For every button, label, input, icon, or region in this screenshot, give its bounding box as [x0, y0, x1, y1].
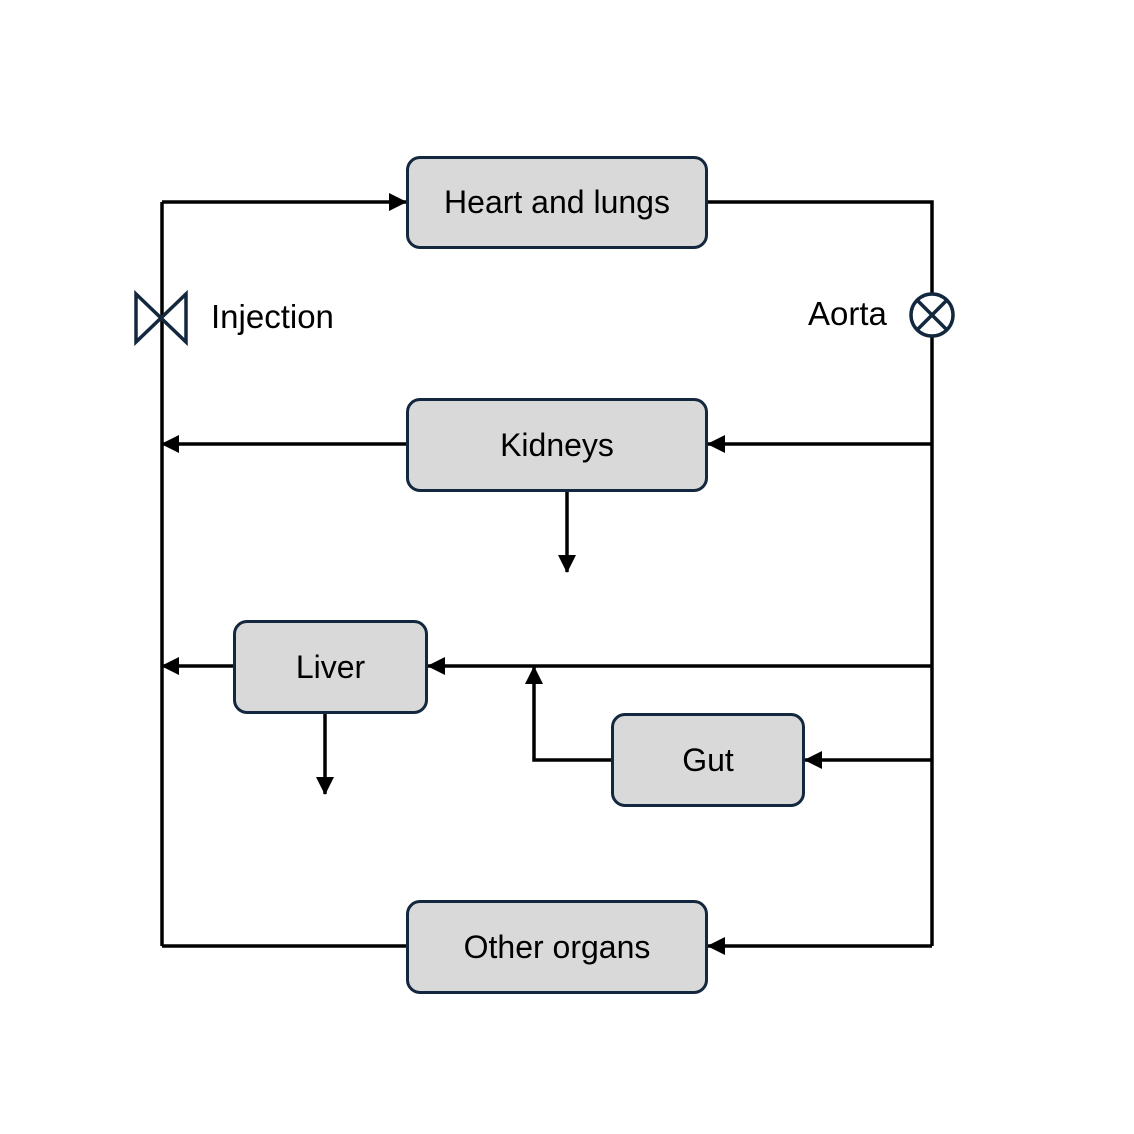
edge-gut-to-liver	[525, 666, 611, 762]
injection-label: Injection	[211, 298, 334, 335]
edge-heart-to-aorta	[708, 200, 934, 946]
heart-and-lungs-node: Heart and lungs	[406, 156, 708, 249]
other-organs-node: Other organs	[406, 900, 708, 994]
liver-node: Liver	[233, 620, 428, 714]
aorta-label: Aorta	[808, 295, 887, 332]
circle-cross-junction-icon	[909, 292, 955, 338]
bowtie-valve-icon	[134, 289, 188, 347]
gut-node: Gut	[611, 713, 805, 807]
kidneys-node: Kidneys	[406, 398, 708, 492]
